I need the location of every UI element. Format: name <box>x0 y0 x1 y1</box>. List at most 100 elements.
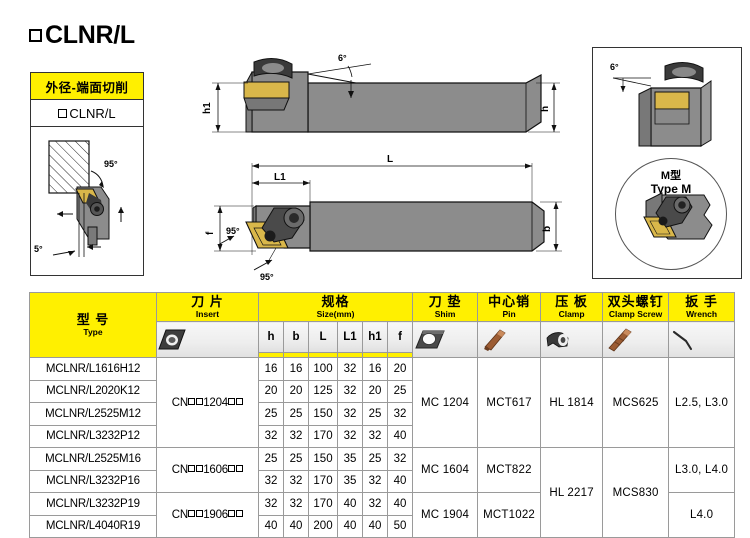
type-m-label: M型 Type M <box>616 170 726 196</box>
row-dim-h1: 20 <box>362 379 388 403</box>
header-clamp-screw-en: Clamp Screw <box>608 308 663 319</box>
header-shim: 刀 垫 Shim <box>412 292 479 322</box>
row-dim-L: 170 <box>308 424 338 448</box>
clamp-icon <box>546 331 569 347</box>
header-insert-cn: 刀 片 <box>191 293 224 309</box>
row-dim-h: 25 <box>258 447 284 471</box>
row-dim-h1: 32 <box>362 492 388 516</box>
angle-95-upper-label: 95° <box>226 226 240 236</box>
header-wrench-en: Wrench <box>686 308 718 319</box>
pin-cell: MCT617 <box>477 357 542 448</box>
dim-L1-label: L1 <box>274 172 286 183</box>
shim-cell: MC 1904 <box>412 492 479 538</box>
row-dim-L1: 35 <box>337 469 363 493</box>
row-dim-L: 125 <box>308 379 338 403</box>
header-shim-cn: 刀 垫 <box>428 293 462 309</box>
row-dim-h1: 32 <box>362 469 388 493</box>
row-dim-L: 170 <box>308 492 338 516</box>
row-type-cell: MCLNR/L3232P16 <box>29 469 157 493</box>
row-dim-f: 50 <box>386 514 414 538</box>
row-dim-b: 32 <box>283 424 309 448</box>
side-view-drawing: 6° h1 h <box>196 50 566 155</box>
pin-icon <box>484 328 506 351</box>
wrench-icon-cell <box>668 321 736 358</box>
pin-icon-cell <box>477 321 542 358</box>
row-dim-L1: 40 <box>337 492 363 516</box>
row-type-cell: MCLNR/L4040R19 <box>29 514 157 538</box>
header-clamp-cn: 压 板 <box>555 293 588 309</box>
dim-L-label: L <box>387 154 393 165</box>
clamp-cell: HL 2217 <box>540 447 604 538</box>
row-dim-L1: 35 <box>337 447 363 471</box>
angle-5-label: 5° <box>34 244 43 254</box>
clamp-screw-icon-cell <box>602 321 670 358</box>
type-m-callout: M型 Type M <box>615 158 727 270</box>
shim-icon-cell <box>412 321 479 358</box>
wrench-cell: L3.0, L4.0 <box>668 447 736 493</box>
row-dim-L: 100 <box>308 357 338 381</box>
header-size-en: Size(mm) <box>316 308 355 319</box>
header-clamp-en: Clamp <box>558 308 585 319</box>
row-dim-h1: 40 <box>362 514 388 538</box>
row-dim-h1: 25 <box>362 402 388 426</box>
row-dim-L1: 40 <box>337 514 363 538</box>
row-dim-L1: 32 <box>337 379 363 403</box>
row-type-cell: MCLNR/L2525M12 <box>29 402 157 426</box>
row-dim-h: 20 <box>258 379 284 403</box>
subheader-L1: L1 <box>337 321 363 353</box>
row-type-cell: MCLNR/L3232P19 <box>29 492 157 516</box>
header-pin-cn: 中心销 <box>488 293 531 309</box>
row-dim-b: 40 <box>283 514 309 538</box>
header-type: 型 号 Type <box>29 292 157 358</box>
square-bullet-small-icon <box>58 108 68 118</box>
row-dim-f: 32 <box>386 447 414 471</box>
application-code: CLNR/L <box>31 100 143 127</box>
shim-cell: MC 1604 <box>412 447 479 493</box>
header-type-en: Type <box>83 326 103 337</box>
filler-f <box>386 352 414 358</box>
row-dim-h: 32 <box>258 492 284 516</box>
table-header-row: 型 号 Type 刀 片 Insert 规格 Size(mm) 刀 垫 Shim… <box>29 292 736 358</box>
row-dim-L1: 32 <box>337 424 363 448</box>
row-dim-b: 25 <box>283 447 309 471</box>
pin-cell: MCT822 <box>477 447 542 493</box>
pin-cell: MCT1022 <box>477 492 542 538</box>
table-icon-row-filler <box>30 352 735 358</box>
header-type-cn: 型 号 <box>76 311 110 327</box>
shim-icon <box>415 330 445 348</box>
row-dim-b: 20 <box>283 379 309 403</box>
angle-6-right-label: 6° <box>610 62 619 72</box>
row-type-cell: MCLNR/L2020K12 <box>29 379 157 403</box>
type-m-label-cn: M型 <box>660 170 682 182</box>
subheader-h1: h1 <box>362 321 388 353</box>
row-dim-h: 25 <box>258 402 284 426</box>
row-dim-h: 16 <box>258 357 284 381</box>
dim-h-label: h <box>540 106 551 112</box>
header-wrench-cn: 扳 手 <box>685 293 718 309</box>
row-dim-b: 32 <box>283 469 309 493</box>
header-size: 规格 Size(mm) <box>257 292 414 322</box>
clamp-screw-icon <box>608 327 632 352</box>
header-pin-en: Pin <box>502 308 516 319</box>
wrench-icon <box>673 330 693 350</box>
angle-95-label: 95° <box>104 159 118 169</box>
header-shim-en: Shim <box>434 308 456 319</box>
row-dim-f: 25 <box>386 379 414 403</box>
row-dim-h1: 32 <box>362 424 388 448</box>
header-pin: 中心销 Pin <box>477 292 542 322</box>
clamp-icon-cell <box>540 321 604 358</box>
clamp-cell: HL 1814 <box>540 357 604 448</box>
row-type-cell: MCLNR/L2525M16 <box>29 447 157 471</box>
row-dim-L: 150 <box>308 402 338 426</box>
header-clamp-screw-cn: 双头螺钉 <box>607 293 664 309</box>
row-dim-h1: 25 <box>362 447 388 471</box>
dim-f-label: f <box>205 231 216 235</box>
type-m-panel: 6° M型 Type M <box>592 47 742 279</box>
subheader-L: L <box>308 321 338 353</box>
